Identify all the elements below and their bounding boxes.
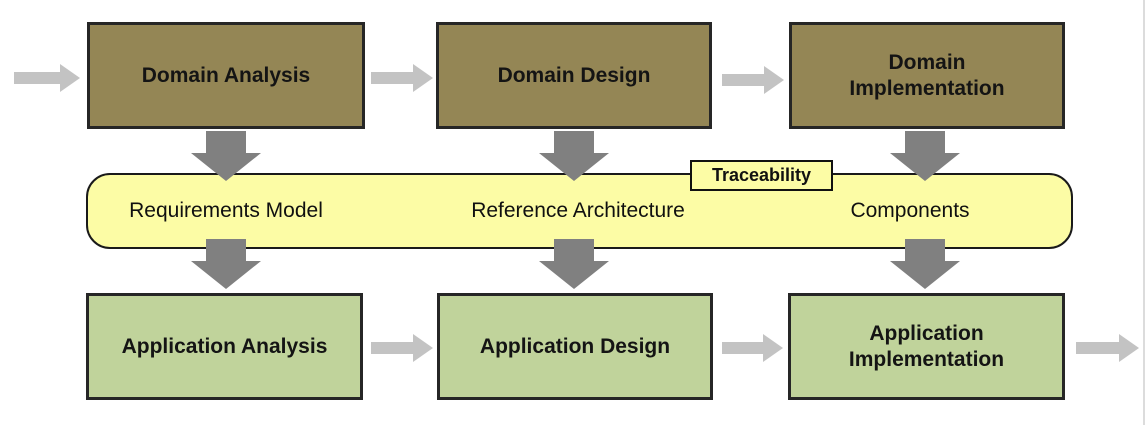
arrow-shaft [371,72,413,84]
arrow-head [890,153,960,181]
flow-out-arrow-icon [1076,334,1139,362]
arrow-shaft [14,72,60,84]
domain-design-box: Domain Design [436,22,712,129]
domain-implementation-box: Domain Implementation [789,22,1065,129]
arrow-head [191,261,261,289]
domain-analysis-label: Domain Analysis [141,63,311,87]
domain-analysis-to-design-arrow-icon [371,64,433,92]
arrow-shaft [371,342,413,354]
reference-architecture-down-arrow-icon [539,239,609,289]
application-design-to-implementation-arrow-icon [722,334,783,362]
domain-implementation-down-arrow-icon [890,131,960,181]
band-item-requirements-model: Requirements Model [129,199,323,222]
domain-design-down-arrow-icon [539,131,609,181]
application-implementation-label: Application Implementation [848,322,1005,371]
band-item-reference-architecture: Reference Architecture [471,199,685,222]
application-analysis-box: Application Analysis [86,293,363,400]
arrow-shaft [554,131,594,153]
components-down-arrow-icon [890,239,960,289]
traceability-tag: Traceability [690,160,833,191]
application-analysis-to-design-arrow-icon [371,334,433,362]
domain-implementation-label: Domain Implementation [849,51,1005,100]
domain-analysis-box: Domain Analysis [87,22,365,129]
arrow-shaft [905,239,945,261]
domain-analysis-down-arrow-icon [191,131,261,181]
arrow-head [1119,334,1139,362]
arrow-head [60,64,80,92]
arrow-head [539,261,609,289]
application-design-label: Application Design [479,334,671,358]
domain-design-label: Domain Design [497,63,651,87]
arrow-shaft [722,74,764,86]
arrow-shaft [206,239,246,261]
arrow-shaft [1076,342,1119,354]
arrow-head [890,261,960,289]
band-item-components: Components [850,199,970,222]
flow-in-arrow-icon [14,64,80,92]
page-edge-line [1143,0,1145,425]
traceability-tag-label: Traceability [711,165,812,185]
arrow-head [539,153,609,181]
domain-design-to-implementation-arrow-icon [722,66,784,94]
arrow-head [764,66,784,94]
application-analysis-label: Application Analysis [121,334,328,358]
arrow-head [413,334,433,362]
arrow-shaft [722,342,763,354]
arrow-shaft [905,131,945,153]
arrow-head [763,334,783,362]
arrow-shaft [554,239,594,261]
requirements-model-down-arrow-icon [191,239,261,289]
arrow-shaft [206,131,246,153]
application-design-box: Application Design [437,293,713,400]
application-implementation-box: Application Implementation [788,293,1065,400]
arrow-head [191,153,261,181]
arrow-head [413,64,433,92]
